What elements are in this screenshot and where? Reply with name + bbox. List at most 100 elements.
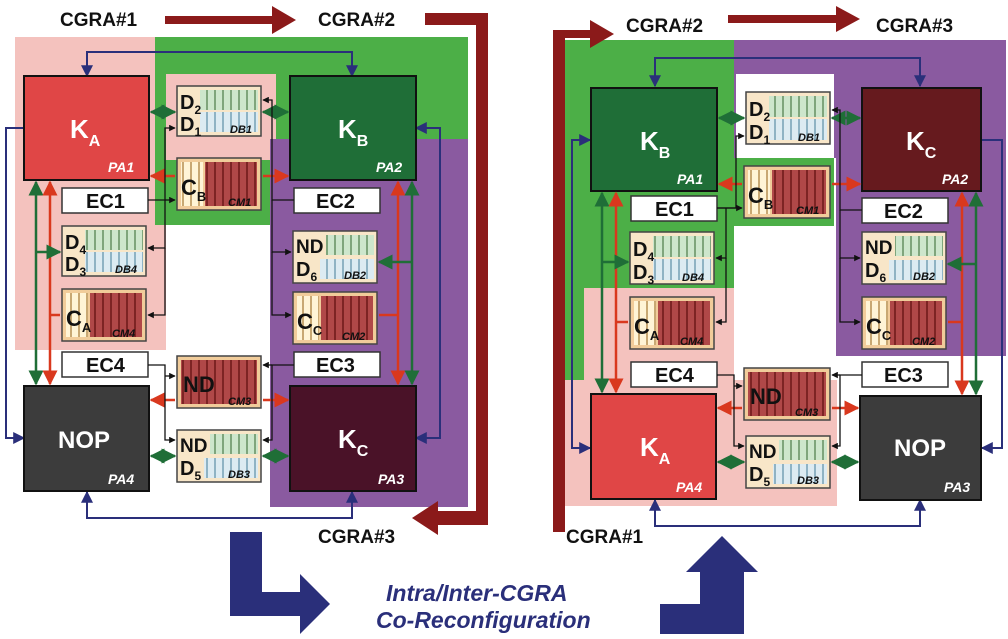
- svg-text:DB3: DB3: [797, 475, 819, 487]
- svg-text:PA3: PA3: [378, 471, 404, 487]
- svg-text:PA4: PA4: [108, 471, 134, 487]
- svg-text:ND: ND: [749, 442, 776, 463]
- right-kernel-kc: KC PA2: [861, 87, 982, 192]
- svg-text:D6: D6: [296, 259, 317, 284]
- svg-text:CA: CA: [66, 306, 92, 335]
- svg-text:EC1: EC1: [655, 199, 694, 221]
- caption-line-1: Intra/Inter-CGRA: [386, 580, 567, 606]
- svg-text:CB: CB: [181, 175, 206, 204]
- left-cgra-from-label: CGRA#1: [60, 10, 138, 31]
- right-ec1: EC1: [630, 195, 718, 222]
- caption-arrow-right: [660, 536, 758, 634]
- left-ec1: EC1: [61, 187, 149, 214]
- svg-text:DB1: DB1: [230, 124, 252, 136]
- svg-text:KA: KA: [640, 432, 671, 468]
- right-cgra-bottom-label: CGRA#1: [566, 527, 644, 548]
- svg-text:EC1: EC1: [86, 191, 125, 213]
- svg-text:D1: D1: [180, 114, 201, 139]
- svg-text:PA2: PA2: [942, 171, 968, 187]
- svg-text:CM2: CM2: [342, 331, 365, 343]
- svg-text:KC: KC: [338, 424, 369, 460]
- svg-text:PA3: PA3: [944, 479, 970, 495]
- left-flow-arrow: [165, 6, 296, 34]
- left-cgra-panel: CGRA#1 CGRA#2 CGRA#3 KA PA1 KB PA2 KC PA…: [5, 6, 488, 548]
- svg-text:EC3: EC3: [316, 355, 355, 377]
- svg-text:D1: D1: [749, 122, 770, 147]
- right-return-arrow: [553, 20, 614, 520]
- svg-text:D6: D6: [865, 260, 886, 285]
- svg-text:CC: CC: [866, 314, 892, 343]
- svg-text:DB4: DB4: [682, 272, 704, 284]
- svg-text:D5: D5: [749, 464, 770, 489]
- svg-text:DB4: DB4: [115, 264, 137, 276]
- svg-text:NOP: NOP: [894, 435, 946, 462]
- right-cm4: CA CM4: [629, 296, 715, 350]
- left-kernel-kc: KC PA3: [289, 385, 417, 492]
- right-ec4: EC4: [630, 361, 718, 388]
- svg-text:D2: D2: [749, 99, 770, 124]
- svg-text:CM3: CM3: [795, 407, 818, 419]
- svg-text:KC: KC: [906, 126, 937, 162]
- svg-text:ND: ND: [750, 384, 782, 409]
- svg-text:CB: CB: [748, 183, 773, 212]
- svg-text:DB1: DB1: [798, 132, 820, 144]
- svg-text:DB2: DB2: [344, 270, 366, 282]
- right-db2: ND D6 DB2: [861, 231, 947, 285]
- left-cgra-bottom-label: CGRA#3: [318, 527, 395, 548]
- svg-text:PA4: PA4: [676, 479, 702, 495]
- svg-text:D2: D2: [180, 92, 201, 117]
- svg-text:EC4: EC4: [655, 365, 695, 387]
- svg-text:PA1: PA1: [677, 171, 703, 187]
- left-ec4: EC4: [61, 351, 149, 378]
- svg-text:D3: D3: [633, 262, 654, 287]
- svg-text:EC2: EC2: [316, 191, 355, 213]
- right-cm3: ND CM3: [743, 367, 831, 421]
- svg-text:EC3: EC3: [884, 365, 923, 387]
- svg-text:NOP: NOP: [58, 427, 110, 454]
- svg-text:KB: KB: [640, 126, 670, 162]
- svg-text:CM2: CM2: [912, 336, 935, 348]
- svg-text:CC: CC: [297, 309, 323, 338]
- right-cgra-from-label: CGRA#2: [626, 16, 703, 37]
- left-cm1: CB CM1: [176, 157, 262, 211]
- svg-text:KB: KB: [338, 114, 368, 150]
- svg-text:EC4: EC4: [86, 355, 126, 377]
- caption-arrow-left: [230, 532, 330, 634]
- right-cm2: CC CM2: [861, 296, 947, 350]
- left-kernel-ka: KA PA1: [23, 75, 150, 181]
- svg-text:ND: ND: [180, 436, 207, 457]
- right-ec3: EC3: [861, 361, 949, 388]
- right-cgra-to-label: CGRA#3: [876, 16, 953, 37]
- svg-text:KA: KA: [70, 114, 101, 150]
- svg-text:D5: D5: [180, 458, 201, 483]
- right-db3: ND D5 DB3: [745, 435, 831, 489]
- right-db4: D4 D3 DB4: [629, 231, 715, 287]
- svg-text:EC2: EC2: [884, 201, 923, 223]
- svg-text:DB3: DB3: [228, 469, 250, 481]
- left-db1: D2 D1 DB1: [176, 85, 262, 139]
- caption-line-2: Co-Reconfiguration: [376, 607, 591, 633]
- right-cm1: CB CM1: [743, 165, 831, 219]
- left-return-arrow: [412, 13, 488, 535]
- right-kernel-nop: NOP PA3: [859, 395, 982, 501]
- left-cm4: CA CM4: [61, 288, 147, 342]
- left-cm3: ND CM3: [176, 355, 262, 409]
- left-ec3: EC3: [293, 351, 381, 378]
- left-cgra-to-label: CGRA#2: [318, 10, 395, 31]
- left-db3: ND D5 DB3: [176, 429, 262, 483]
- left-db2: ND D6 DB2: [292, 230, 378, 284]
- right-db1: D2 D1 DB1: [745, 91, 831, 147]
- svg-text:DB2: DB2: [913, 271, 935, 283]
- svg-text:PA2: PA2: [376, 159, 402, 175]
- left-kernel-kb: KB PA2: [289, 75, 417, 181]
- svg-text:CM1: CM1: [228, 197, 251, 209]
- right-kernel-kb: KB PA1: [590, 87, 718, 192]
- right-ec2: EC2: [861, 197, 949, 224]
- svg-text:ND: ND: [183, 372, 215, 397]
- left-ec2: EC2: [293, 187, 381, 214]
- svg-text:CM4: CM4: [112, 328, 135, 340]
- svg-text:CA: CA: [634, 314, 660, 343]
- svg-text:D4: D4: [633, 239, 654, 264]
- svg-text:D4: D4: [65, 232, 86, 257]
